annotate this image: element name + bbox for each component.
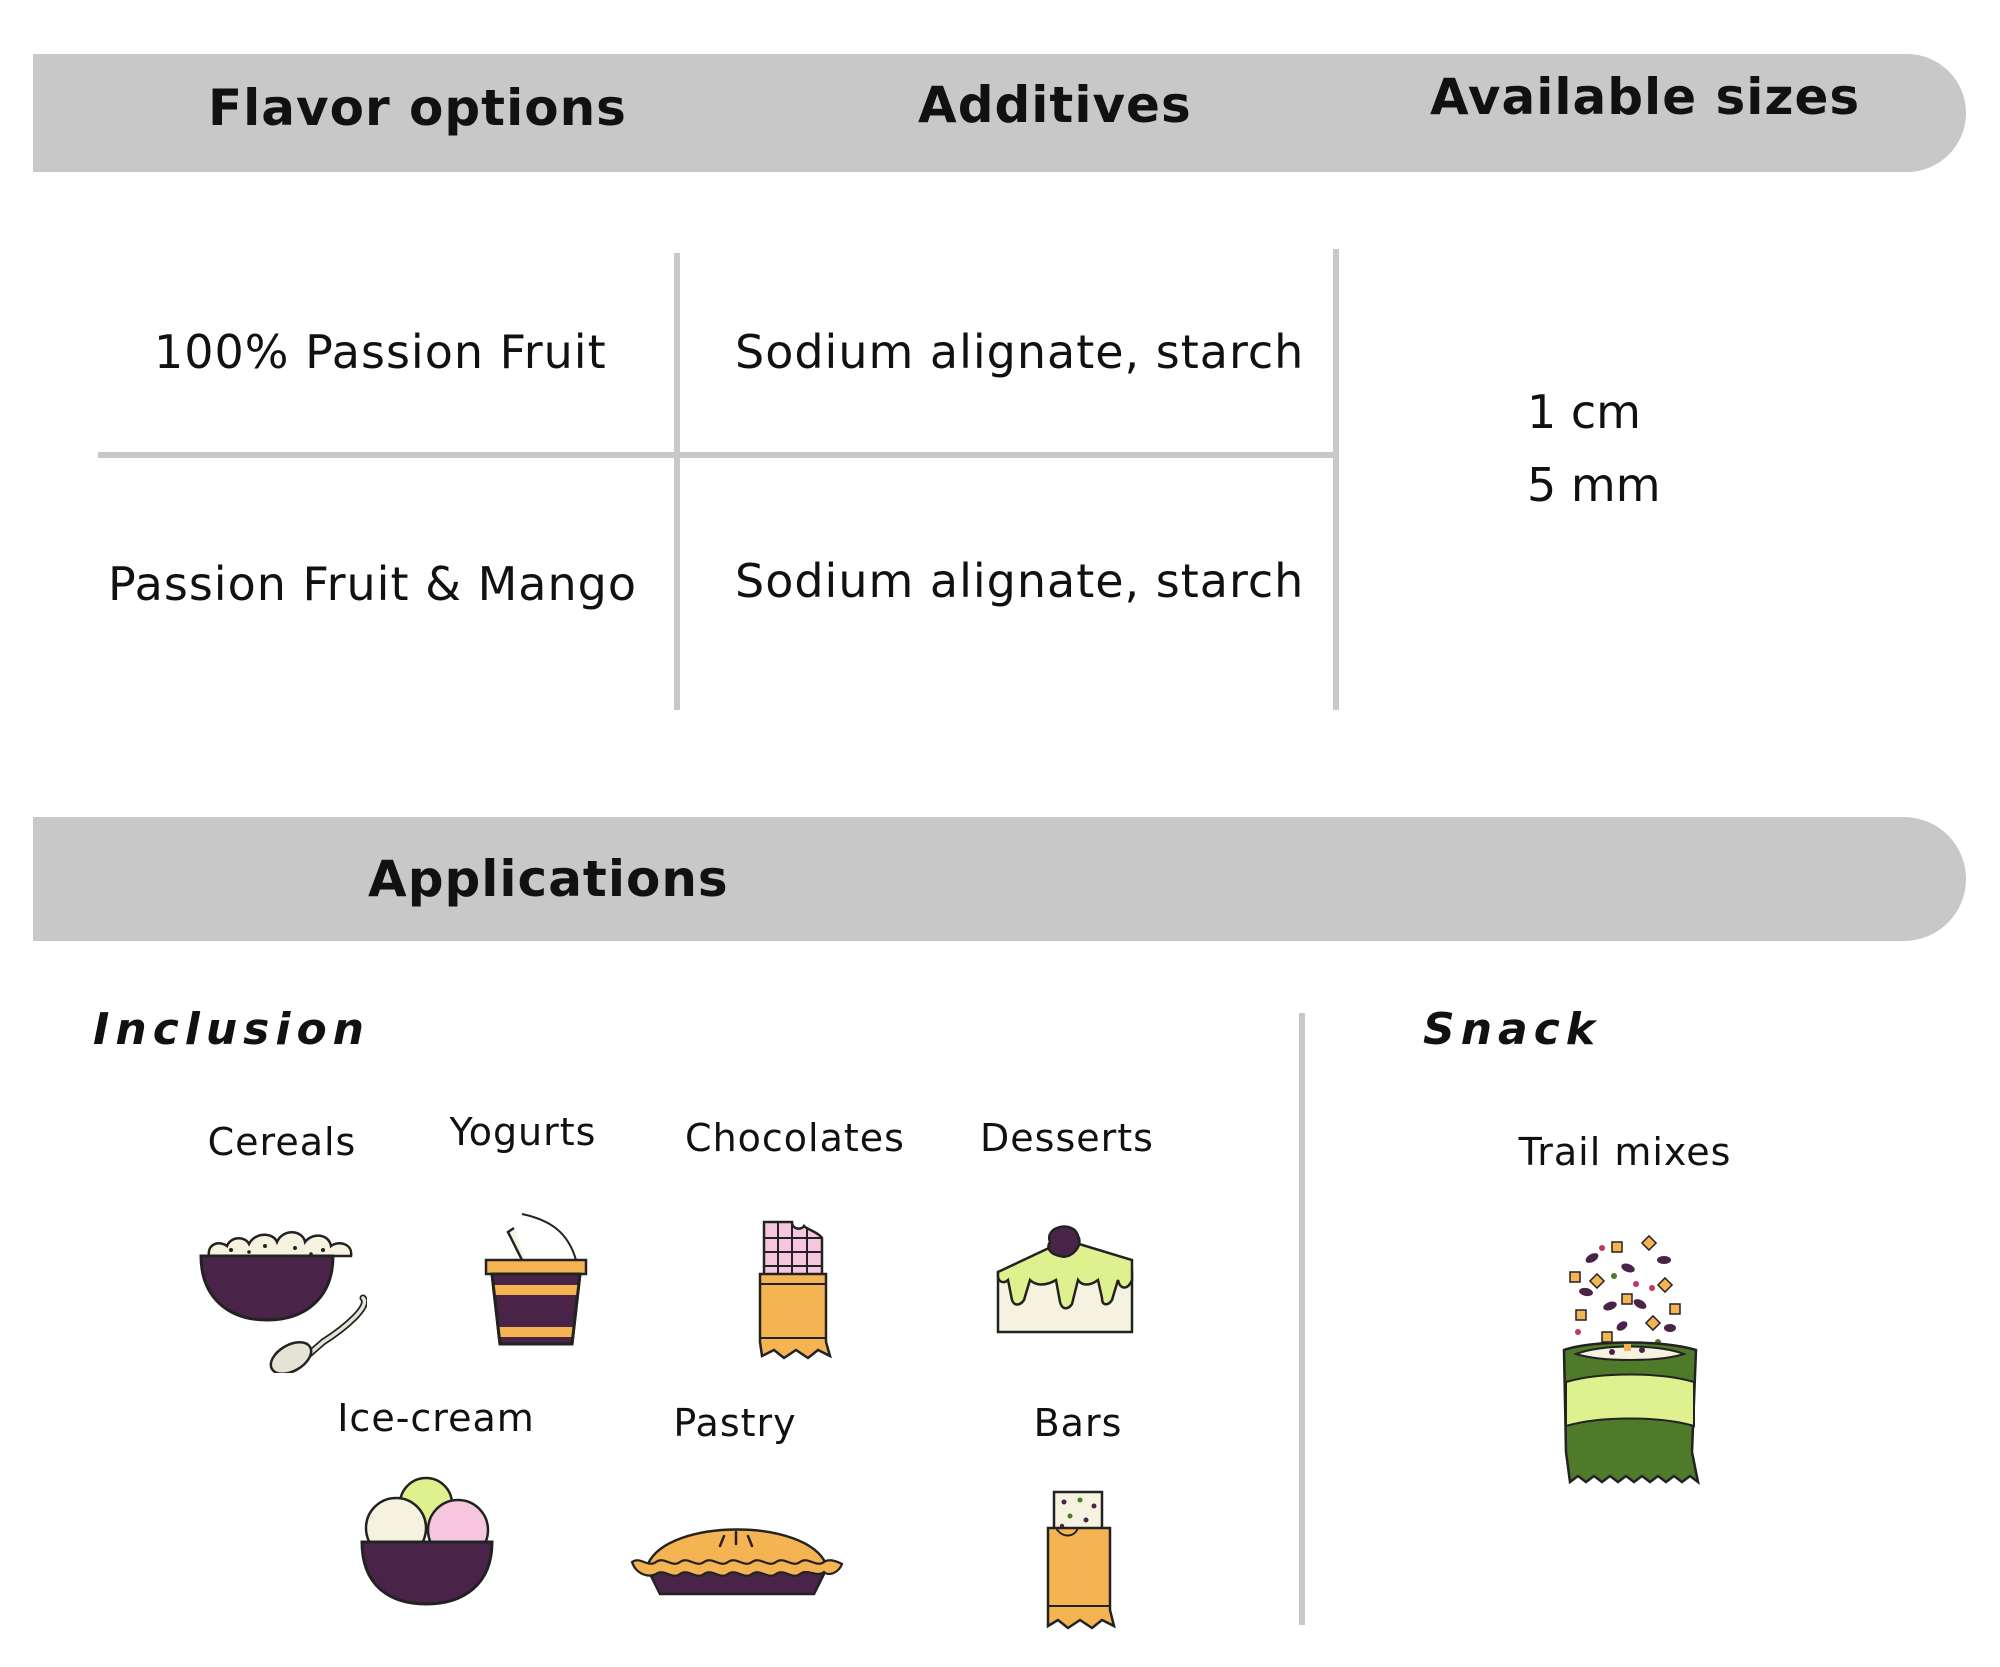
chocolate-bar-icon: [758, 1220, 832, 1360]
additives-header: Additives: [918, 76, 1192, 134]
size-option-1: 1 cm: [1527, 385, 1641, 439]
table-divider-horizontal: [98, 452, 1338, 458]
yogurt-cup-icon: [484, 1213, 588, 1346]
table-header-band: [33, 54, 1966, 172]
pie-icon: [630, 1528, 844, 1596]
flavor-options-header: Flavor options: [208, 79, 627, 137]
application-label-yogurts: Yogurts: [449, 1110, 597, 1154]
application-label-bars: Bars: [1033, 1401, 1123, 1445]
additives-row-1: Sodium alignate, starch: [735, 325, 1305, 379]
size-option-2: 5 mm: [1527, 458, 1661, 512]
available-sizes-header: Available sizes: [1430, 68, 1861, 126]
application-label-desserts: Desserts: [980, 1116, 1154, 1160]
application-label-ice-cream: Ice-cream: [337, 1396, 535, 1440]
applications-title: Applications: [368, 850, 729, 908]
table-divider-vertical-2: [1333, 249, 1339, 710]
ice-cream-bowl-icon: [360, 1476, 494, 1606]
application-label-pastry: Pastry: [673, 1401, 797, 1445]
table-divider-vertical-1: [674, 253, 680, 710]
additives-row-2: Sodium alignate, starch: [735, 554, 1305, 608]
trail-mix-bag-icon: [1562, 1234, 1700, 1485]
application-label-chocolates: Chocolates: [685, 1116, 905, 1160]
flavor-row-2: Passion Fruit & Mango: [108, 557, 637, 611]
application-label-cereals: Cereals: [207, 1120, 357, 1164]
inclusion-title: Inclusion: [93, 1004, 371, 1055]
cereal-bowl-icon: [199, 1231, 367, 1373]
application-label-trail-mixes: Trail mixes: [1518, 1130, 1732, 1174]
applications-band: [33, 817, 1966, 941]
cake-slice-icon: [996, 1225, 1134, 1334]
applications-divider: [1299, 1013, 1305, 1625]
flavor-row-1: 100% Passion Fruit: [154, 325, 607, 379]
snack-bar-icon: [1046, 1490, 1116, 1630]
snack-title: Snack: [1423, 1004, 1602, 1055]
